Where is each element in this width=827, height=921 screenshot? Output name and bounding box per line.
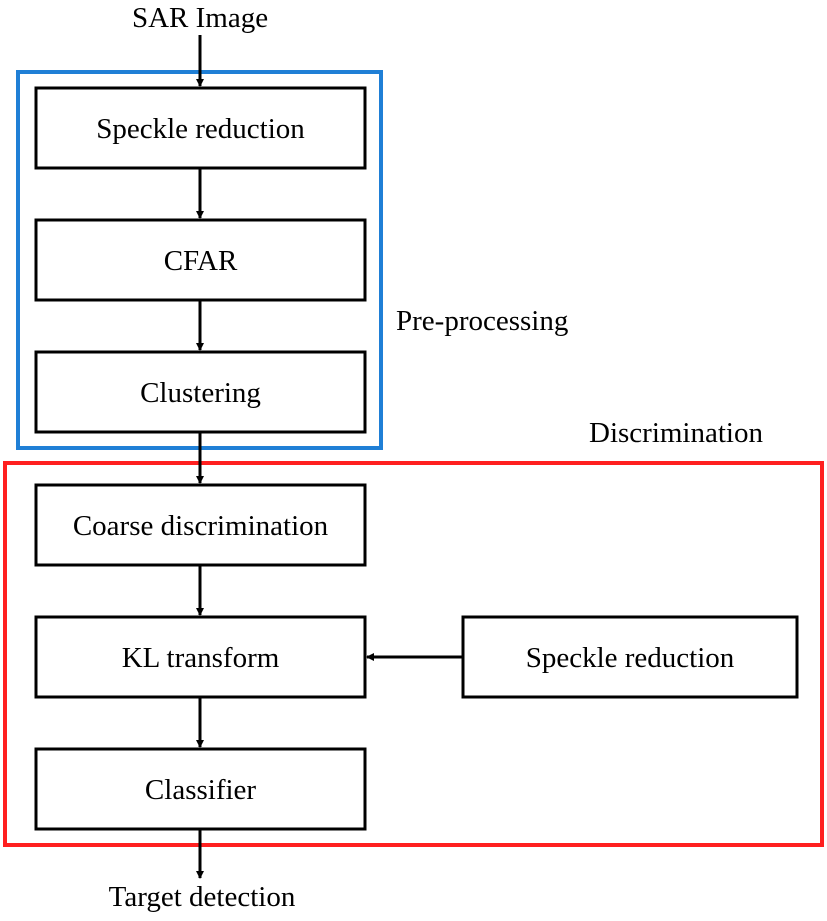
side-speckle-reduction-label: Speckle reduction: [526, 642, 735, 674]
kl-transform-box: [34, 615, 367, 699]
speckle-reduction-box: [34, 86, 367, 170]
clustering-label: Clustering: [140, 377, 261, 409]
classifier-box: [34, 747, 367, 831]
coarse-discrimination-label: Coarse discrimination: [73, 510, 329, 542]
clustering-box: [34, 350, 367, 434]
preprocessing-label: Pre-processing: [396, 305, 568, 337]
discrimination-label: Discrimination: [589, 417, 763, 449]
output-label: Target detection: [109, 881, 296, 913]
cfar-label: CFAR: [164, 245, 238, 277]
speckle-reduction-label: Speckle reduction: [96, 113, 305, 145]
kl-transform-label: KL transform: [122, 642, 280, 674]
classifier-label: Classifier: [145, 774, 256, 806]
side-speckle-reduction-box: [461, 615, 799, 699]
input-label: SAR Image: [132, 2, 268, 34]
coarse-discrimination-box: [34, 483, 367, 567]
discrimination-group-frame: [3, 461, 824, 847]
